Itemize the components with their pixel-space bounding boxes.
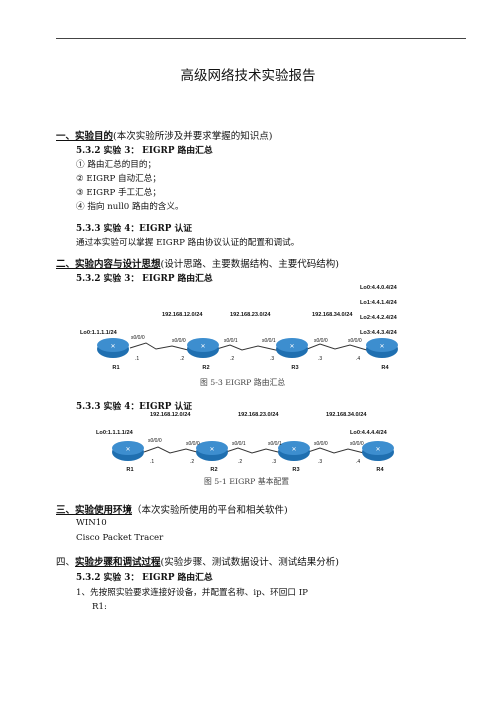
r1-loopback: Lo0:1.1.1.1/24: [80, 330, 118, 336]
figure-1-caption: 图 5-3 EIGRP 路由汇总: [200, 378, 286, 387]
router-icon-r1: ✕: [97, 338, 129, 358]
s4-sub1: 5.3.2 实验 3： EIGRP 路由汇总: [76, 573, 213, 583]
section-1-heading: 一、实验目的(本次实验所涉及并要求掌握的知识点): [56, 131, 273, 142]
net-12: 192.168.12.0/24: [162, 312, 203, 318]
r1-loopback: Lo0:1.1.1.1/24: [96, 430, 134, 436]
router-icon-r1: ✕: [112, 441, 144, 461]
host-label: .3: [318, 356, 322, 362]
router-label: R3: [291, 365, 298, 371]
if-label: s0/0/0: [314, 338, 328, 344]
host-label: .2: [230, 356, 234, 362]
r4-lo0: Lo0:4.4.0.4/24: [360, 285, 398, 291]
host-label: .4: [356, 356, 360, 362]
r4-loopback: Lo0:4.4.4.4/24: [350, 430, 388, 436]
r4-lo3: Lo3:4.4.3.4/24: [360, 330, 398, 336]
host-label: .3: [318, 459, 322, 465]
figure-eigrp-summary: ✕ ✕ ✕ ✕ 192.168.12.0/24 192.168.23.0/24 …: [80, 285, 398, 371]
if-label: s0/0/1: [224, 338, 238, 344]
router-icon-r4: ✕: [362, 441, 394, 461]
s1-item-1: ① 路由汇总的目的；: [76, 160, 157, 170]
router-icon-r3: ✕: [276, 338, 308, 358]
svg-text:✕: ✕: [375, 447, 380, 453]
svg-text:✕: ✕: [110, 344, 115, 350]
router-label: R1: [112, 365, 119, 371]
s1-sub1: 5.3.2 实验 3： EIGRP 路由汇总: [76, 146, 213, 156]
host-label: .1: [135, 356, 139, 362]
env-line-2: Cisco Packet Tracer: [76, 533, 164, 543]
net-23: 192.168.23.0/24: [238, 412, 279, 418]
svg-text:✕: ✕: [209, 447, 214, 453]
router-icon-r3: ✕: [278, 441, 310, 461]
if-label: s0/0/0: [131, 335, 145, 341]
figure-2-caption: 图 5-1 EIGRP 基本配置: [204, 477, 290, 486]
section-3-heading: 三、实验使用环境（本次实验所使用的平台和相关软件): [56, 505, 288, 516]
if-label: s0/0/0: [314, 441, 328, 447]
s4-r1-label: R1:: [92, 602, 107, 612]
host-label: .4: [356, 459, 360, 465]
router-icon-r2: ✕: [187, 338, 219, 358]
router-label: R3: [292, 467, 299, 473]
env-line-1: WIN10: [76, 518, 107, 528]
router-label: R2: [202, 365, 209, 371]
if-label: s0/0/0: [172, 338, 186, 344]
router-icon-r4: ✕: [366, 338, 398, 358]
svg-text:✕: ✕: [289, 344, 294, 350]
s2-sub2: 5.3.3 实验 4：EIGRP 认证: [76, 402, 193, 412]
s1-item-3: ③ EIGRP 手工汇总；: [76, 188, 161, 198]
host-label: .1: [150, 459, 154, 465]
s2-sub1: 5.3.2 实验 3： EIGRP 路由汇总: [76, 274, 213, 284]
net-34: 192.168.34.0/24: [312, 312, 353, 318]
report-title: 高级网络技术实验报告: [180, 68, 316, 84]
router-label: R2: [210, 467, 217, 473]
svg-text:✕: ✕: [125, 447, 130, 453]
router-label: R1: [126, 467, 133, 473]
if-label: s0/0/1: [262, 338, 276, 344]
host-label: .2: [238, 459, 242, 465]
svg-text:✕: ✕: [200, 344, 205, 350]
s1-item-2: ② EIGRP 自动汇总；: [76, 174, 161, 184]
if-label: s0/0/1: [232, 441, 246, 447]
host-label: .2: [190, 459, 194, 465]
router-label: R4: [376, 467, 384, 473]
if-label: s0/0/0: [148, 438, 162, 444]
net-23: 192.168.23.0/24: [230, 312, 271, 318]
s1-item-4: ④ 指向 null0 路由的含义。: [76, 202, 184, 212]
if-label: s0/0/0: [186, 441, 200, 447]
svg-text:✕: ✕: [379, 344, 384, 350]
s4-step1: 1、先按照实验要求连接好设备，并配置名称、ip、环回口 IP: [76, 588, 308, 598]
s1-sub2: 5.3.3 实验 4：EIGRP 认证: [76, 224, 193, 234]
section-2-heading: 二、实验内容与设计思想(设计思路、主要数据结构、主要代码结构): [56, 259, 339, 270]
router-label: R4: [381, 365, 389, 371]
if-label: s0/0/0: [348, 338, 362, 344]
r4-lo1: Lo1:4.4.1.4/24: [360, 300, 398, 306]
if-label: s0/0/1: [268, 441, 282, 447]
host-label: .2: [180, 356, 184, 362]
r4-lo2: Lo2:4.4.2.4/24: [360, 315, 398, 321]
s1-sub2-text: 通过本实验可以掌握 EIGRP 路由协议认证的配置和调试。: [76, 238, 300, 248]
if-label: s0/0/0: [350, 441, 364, 447]
svg-text:✕: ✕: [291, 447, 296, 453]
figure-eigrp-auth: ✕ ✕ ✕ ✕ 192.168.12.0/24 192.168.23.0/24 …: [96, 412, 394, 473]
host-label: .3: [272, 459, 276, 465]
net-12: 192.168.12.0/24: [150, 412, 191, 418]
router-icon-r2: ✕: [196, 441, 228, 461]
net-34: 192.168.34.0/24: [326, 412, 367, 418]
host-label: .3: [270, 356, 274, 362]
section-4-heading: 四、实验步骤和调试过程(实验步骤、测试数据设计、测试结果分析): [56, 557, 339, 568]
header-rule: [56, 38, 466, 39]
